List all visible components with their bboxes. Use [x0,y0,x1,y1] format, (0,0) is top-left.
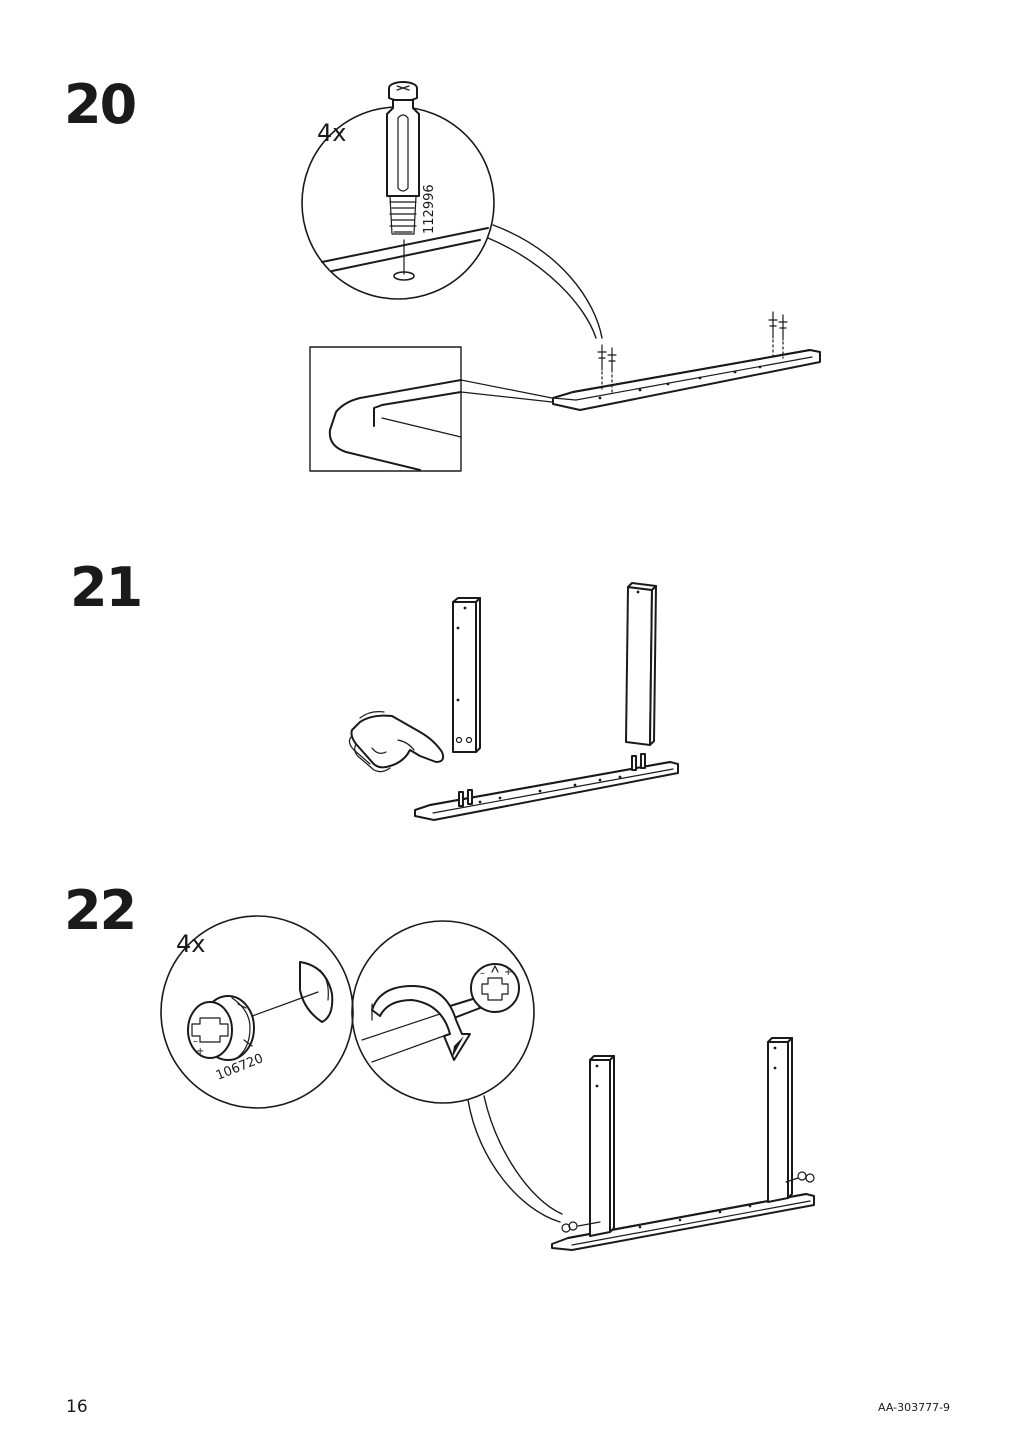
step-22-quantity: 4x [176,930,205,958]
step-21-number: 21 [70,556,143,619]
svg-text:+: + [196,1046,204,1057]
step-20-part-number: 112996 [422,184,437,234]
step-20-quantity: 4x [317,119,346,147]
document-id: AA-303777-9 [878,1401,951,1414]
rotate-arrow-icon [371,985,471,1061]
step-21-dowels [458,753,646,807]
step-22-turn-detail-circle [351,920,535,1104]
step-20-number: 20 [64,73,137,136]
step-20-dowels-on-rail [597,311,788,393]
step-21-left-side-panel [452,597,481,753]
dowel-icon [386,81,420,235]
svg-text:+: + [504,967,512,978]
step-22-cam-detail-circle [160,915,354,1109]
svg-text:–: – [193,1036,198,1047]
step-20-edge-inset [309,346,553,472]
step-22-number: 22 [64,879,137,942]
page-number: 16 [66,1397,88,1417]
svg-text:–: – [480,968,485,979]
step-22-assembled-frame [551,1037,815,1251]
step-22-cam-head: + – [470,963,520,1013]
step-22-cam-locks-on-frame [561,1171,815,1233]
cam-lock-icon: + – [187,995,255,1061]
step-21-right-side-panel [625,582,657,746]
hand-pointer-icon [348,711,445,773]
